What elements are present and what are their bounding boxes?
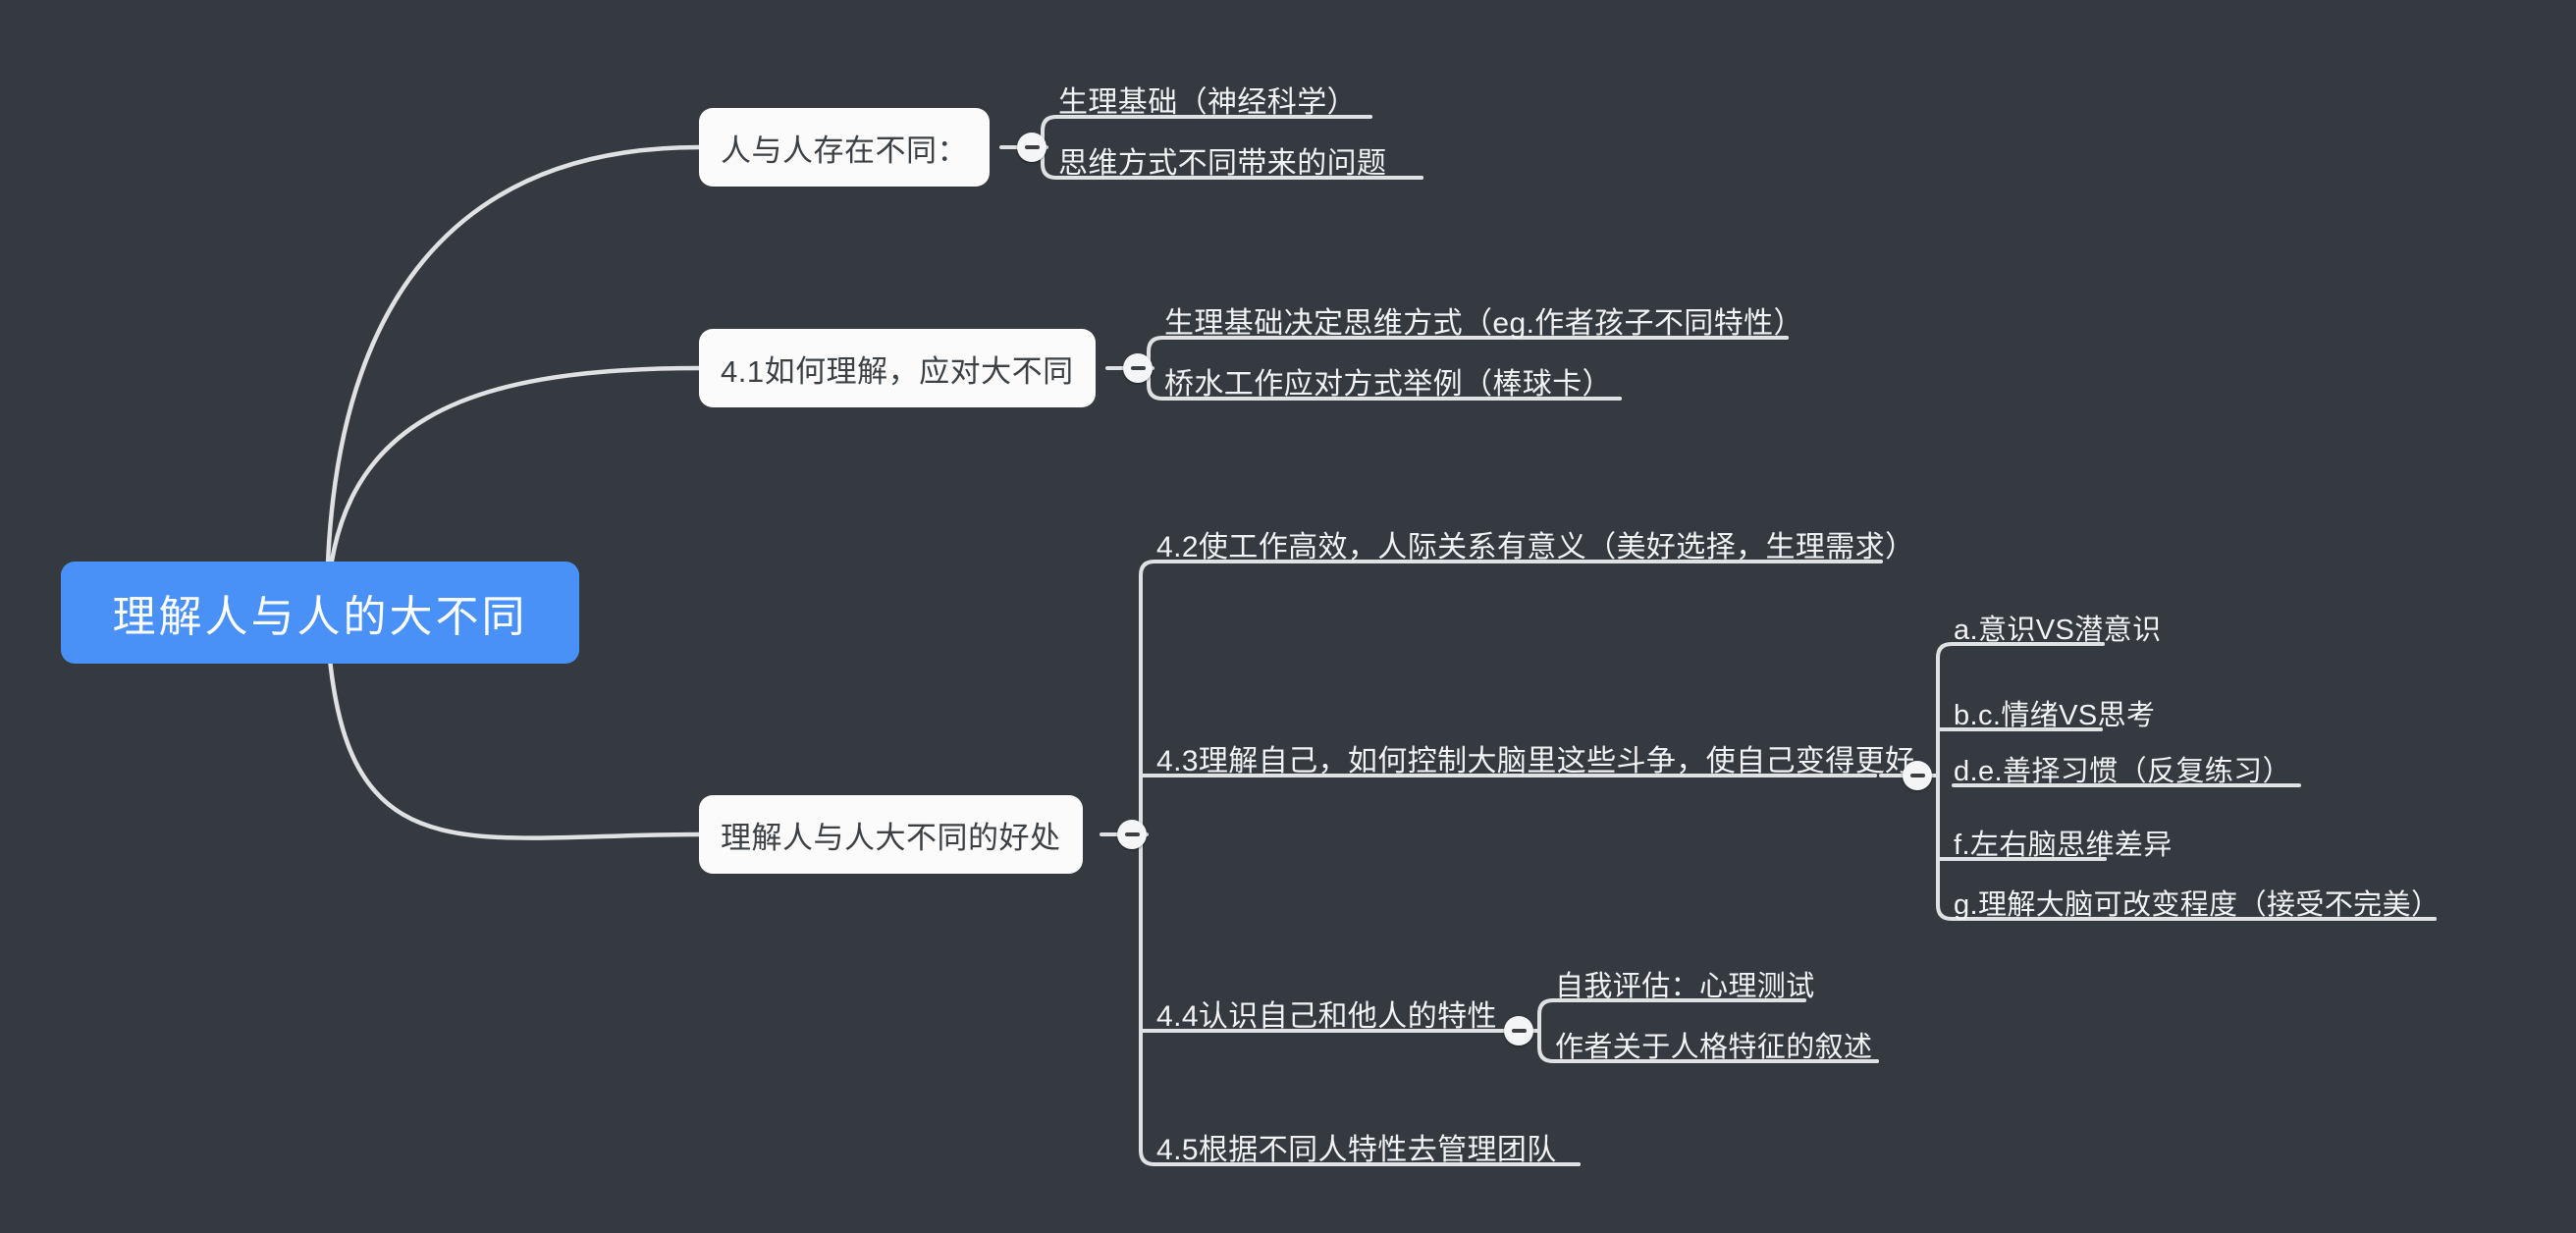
leaf-branch1-child-2[interactable]: 思维方式不同带来的问题 — [1058, 147, 1387, 180]
root-node-label: 理解人与人的大不同 — [112, 593, 528, 641]
leaf-4-3-a[interactable]: a.意识VS潜意识 — [1954, 615, 2162, 646]
leaf-4-3-g[interactable]: g.理解大脑可改变程度（接受不完美） — [1954, 889, 2441, 921]
minus-icon — [1511, 1029, 1527, 1033]
branch-node-1[interactable]: 人与人存在不同： — [699, 108, 990, 187]
collapse-toggle-branch-2[interactable] — [1123, 353, 1153, 383]
branch-node-3[interactable]: 理解人与人大不同的好处 — [699, 795, 1083, 874]
branch-node-2[interactable]: 4.1如何理解，应对大不同 — [699, 329, 1096, 407]
leaf-4-4[interactable]: 4.4认识自己和他人的特性 — [1156, 1000, 1497, 1033]
leaf-branch2-child-1[interactable]: 生理基础决定思维方式（eg.作者孩子不同特性） — [1164, 307, 1803, 340]
minus-icon — [1024, 145, 1040, 149]
leaf-branch2-child-2[interactable]: 桥水工作应对方式举例（棒球卡） — [1164, 368, 1612, 401]
branch-node-3-label: 理解人与人大不同的好处 — [721, 820, 1061, 855]
leaf-4-4-child-2[interactable]: 作者关于人格特征的叙述 — [1555, 1032, 1873, 1063]
collapse-toggle-4-3[interactable] — [1903, 761, 1932, 790]
leaf-4-3-bc[interactable]: b.c.情绪VS思考 — [1954, 700, 2156, 731]
leaf-4-3-f[interactable]: f.左右脑思维差异 — [1954, 830, 2173, 861]
leaf-branch1-child-1[interactable]: 生理基础（神经科学） — [1058, 86, 1357, 119]
leaf-4-3[interactable]: 4.3理解自己，如何控制大脑里这些斗争，使自己变得更好 — [1156, 745, 1915, 777]
leaf-4-4-child-1[interactable]: 自我评估：心理测试 — [1555, 971, 1815, 1002]
minus-icon — [1909, 774, 1925, 777]
branch-node-2-label: 4.1如何理解，应对大不同 — [721, 353, 1074, 389]
minus-icon — [1124, 832, 1140, 836]
collapse-toggle-branch-3[interactable] — [1117, 820, 1147, 849]
leaf-4-5[interactable]: 4.5根据不同人特性去管理团队 — [1156, 1134, 1557, 1166]
spine-branch3-b — [1139, 832, 1581, 1166]
leaf-4-2[interactable]: 4.2使工作高效，人际关系有意义（美好选择，生理需求） — [1156, 531, 1915, 563]
spine-branch3 — [1139, 560, 1883, 836]
link-root-branch-1 — [324, 144, 702, 612]
collapse-toggle-4-4[interactable] — [1504, 1016, 1533, 1045]
leaf-4-3-de[interactable]: d.e.善择习惯（反复练习） — [1954, 756, 2291, 787]
root-node[interactable]: 理解人与人的大不同 — [61, 562, 579, 664]
branch-node-1-label: 人与人存在不同： — [721, 133, 968, 168]
collapse-toggle-branch-1[interactable] — [1017, 133, 1046, 162]
minus-icon — [1130, 366, 1146, 370]
